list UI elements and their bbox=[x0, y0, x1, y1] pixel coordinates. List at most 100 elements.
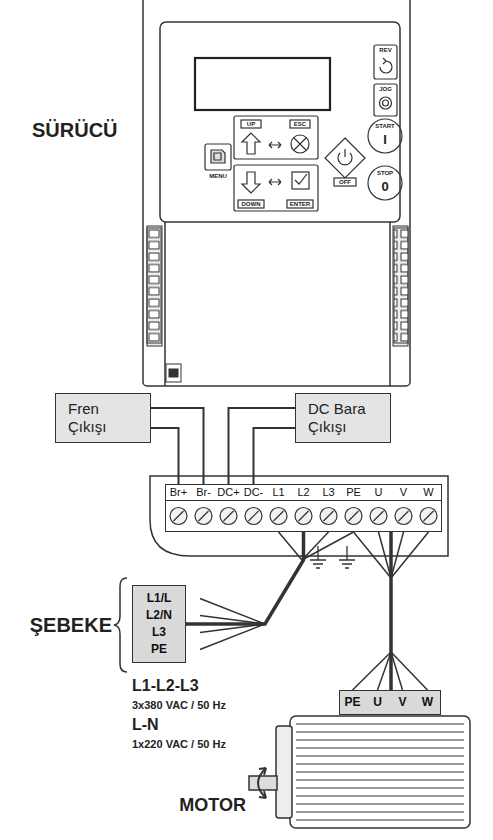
terminal-label: L1 bbox=[266, 485, 291, 501]
keypad bbox=[383, 100, 389, 106]
keypad bbox=[269, 142, 281, 148]
mains-line: L3 bbox=[139, 624, 179, 641]
terminal-housing bbox=[150, 476, 448, 556]
keypad bbox=[374, 45, 397, 79]
terminal-label: PE bbox=[341, 485, 366, 501]
motor-terminal-box: PEUVW bbox=[339, 690, 441, 715]
wire bbox=[151, 428, 179, 484]
ground-symbol bbox=[310, 546, 355, 568]
button-label: UP bbox=[247, 121, 255, 128]
keypad bbox=[294, 138, 306, 150]
terminal-label: U bbox=[366, 485, 391, 501]
button-label: ENTER bbox=[290, 201, 310, 208]
terminal-screw bbox=[395, 508, 412, 525]
ground-symbol bbox=[310, 546, 326, 568]
terminal-screw bbox=[170, 508, 437, 525]
drive-body bbox=[164, 222, 166, 386]
terminal-screw bbox=[270, 508, 287, 525]
terminal-screw bbox=[324, 511, 334, 521]
terminal-label: V bbox=[391, 485, 416, 501]
terminal-screw bbox=[299, 511, 309, 521]
terminal-screw bbox=[424, 511, 434, 521]
keypad bbox=[205, 45, 402, 211]
keypad bbox=[295, 174, 307, 184]
supply-name: L1-L2-L3 bbox=[132, 677, 199, 695]
terminal-screw bbox=[274, 511, 284, 521]
motor-drawing bbox=[249, 716, 470, 828]
terminal-label: L3 bbox=[316, 485, 341, 501]
terminal-label: L2 bbox=[291, 485, 316, 501]
terminal-label: W bbox=[416, 485, 441, 501]
motor-drawing bbox=[296, 722, 464, 822]
keypad bbox=[234, 165, 318, 211]
mains-box: L1/LL2/NL3PE bbox=[132, 585, 186, 663]
terminal-screw bbox=[399, 511, 409, 521]
terminal-label: Br+ bbox=[166, 485, 191, 501]
keypad bbox=[242, 133, 260, 154]
keypad bbox=[368, 166, 402, 200]
keypad bbox=[292, 172, 309, 189]
wire bbox=[254, 428, 296, 484]
terminal-label: DC+ bbox=[216, 485, 241, 501]
connector-pins bbox=[147, 226, 162, 346]
cable bbox=[389, 532, 393, 690]
keypad bbox=[368, 119, 402, 153]
button-label: DOWN bbox=[242, 201, 261, 208]
connector-pins bbox=[394, 228, 408, 343]
terminal-screw bbox=[320, 508, 337, 525]
keypad bbox=[291, 135, 309, 153]
button-label: START bbox=[375, 123, 395, 130]
mains-wires bbox=[279, 532, 354, 560]
motor-drawing bbox=[276, 726, 292, 818]
keypad bbox=[238, 200, 264, 208]
button-symbol: 0 bbox=[381, 180, 388, 194]
mains-line: L1/L bbox=[139, 590, 179, 607]
bracket bbox=[114, 578, 127, 672]
terminal-screw bbox=[370, 508, 387, 525]
output-box: DC Bara Çıkışı bbox=[295, 393, 391, 443]
bracket bbox=[114, 578, 127, 672]
device-title: SÜRÜCÜ bbox=[32, 119, 118, 141]
motor-title: MOTOR bbox=[179, 796, 246, 816]
drive-body bbox=[143, 0, 410, 386]
connector-pins bbox=[147, 226, 408, 382]
keypad bbox=[234, 116, 318, 159]
output-label: Fren Çıkışı bbox=[68, 400, 138, 436]
mains-line: PE bbox=[139, 641, 179, 658]
display-screen bbox=[195, 58, 330, 110]
terminal-screw bbox=[224, 511, 234, 521]
terminal-screw bbox=[195, 508, 212, 525]
keypad bbox=[338, 149, 352, 165]
terminal-screw bbox=[249, 511, 259, 521]
mains-wires bbox=[200, 532, 354, 650]
motor-drawing bbox=[249, 776, 277, 790]
keypad bbox=[211, 150, 225, 163]
keypad bbox=[325, 138, 365, 178]
terminal-screw bbox=[349, 511, 359, 521]
supply-name: L-N bbox=[132, 716, 159, 734]
motor-drawing bbox=[258, 768, 266, 798]
motor-terminal: U bbox=[365, 695, 390, 710]
keypad bbox=[380, 97, 392, 109]
motor-terminal: PE bbox=[340, 695, 365, 710]
display-screen bbox=[195, 58, 330, 110]
keypad bbox=[241, 120, 261, 128]
terminal-screw bbox=[174, 511, 184, 521]
terminal-screw bbox=[374, 511, 384, 521]
keypad bbox=[374, 84, 397, 116]
motor-drawing bbox=[290, 716, 470, 828]
keypad bbox=[269, 179, 281, 185]
terminal-screw bbox=[345, 508, 362, 525]
keypad bbox=[334, 178, 356, 186]
button-label: ESC bbox=[294, 121, 306, 128]
terminal-screw bbox=[420, 508, 437, 525]
button-label: STOP bbox=[377, 170, 393, 177]
mains-title: ŞEBEKE bbox=[30, 614, 112, 636]
keypad bbox=[287, 200, 313, 208]
terminal-label: Br- bbox=[191, 485, 216, 501]
terminal-screw bbox=[199, 511, 209, 521]
connector-pins bbox=[166, 364, 181, 382]
motor-drawing bbox=[259, 768, 266, 775]
output-box: Fren Çıkışı bbox=[55, 393, 151, 443]
